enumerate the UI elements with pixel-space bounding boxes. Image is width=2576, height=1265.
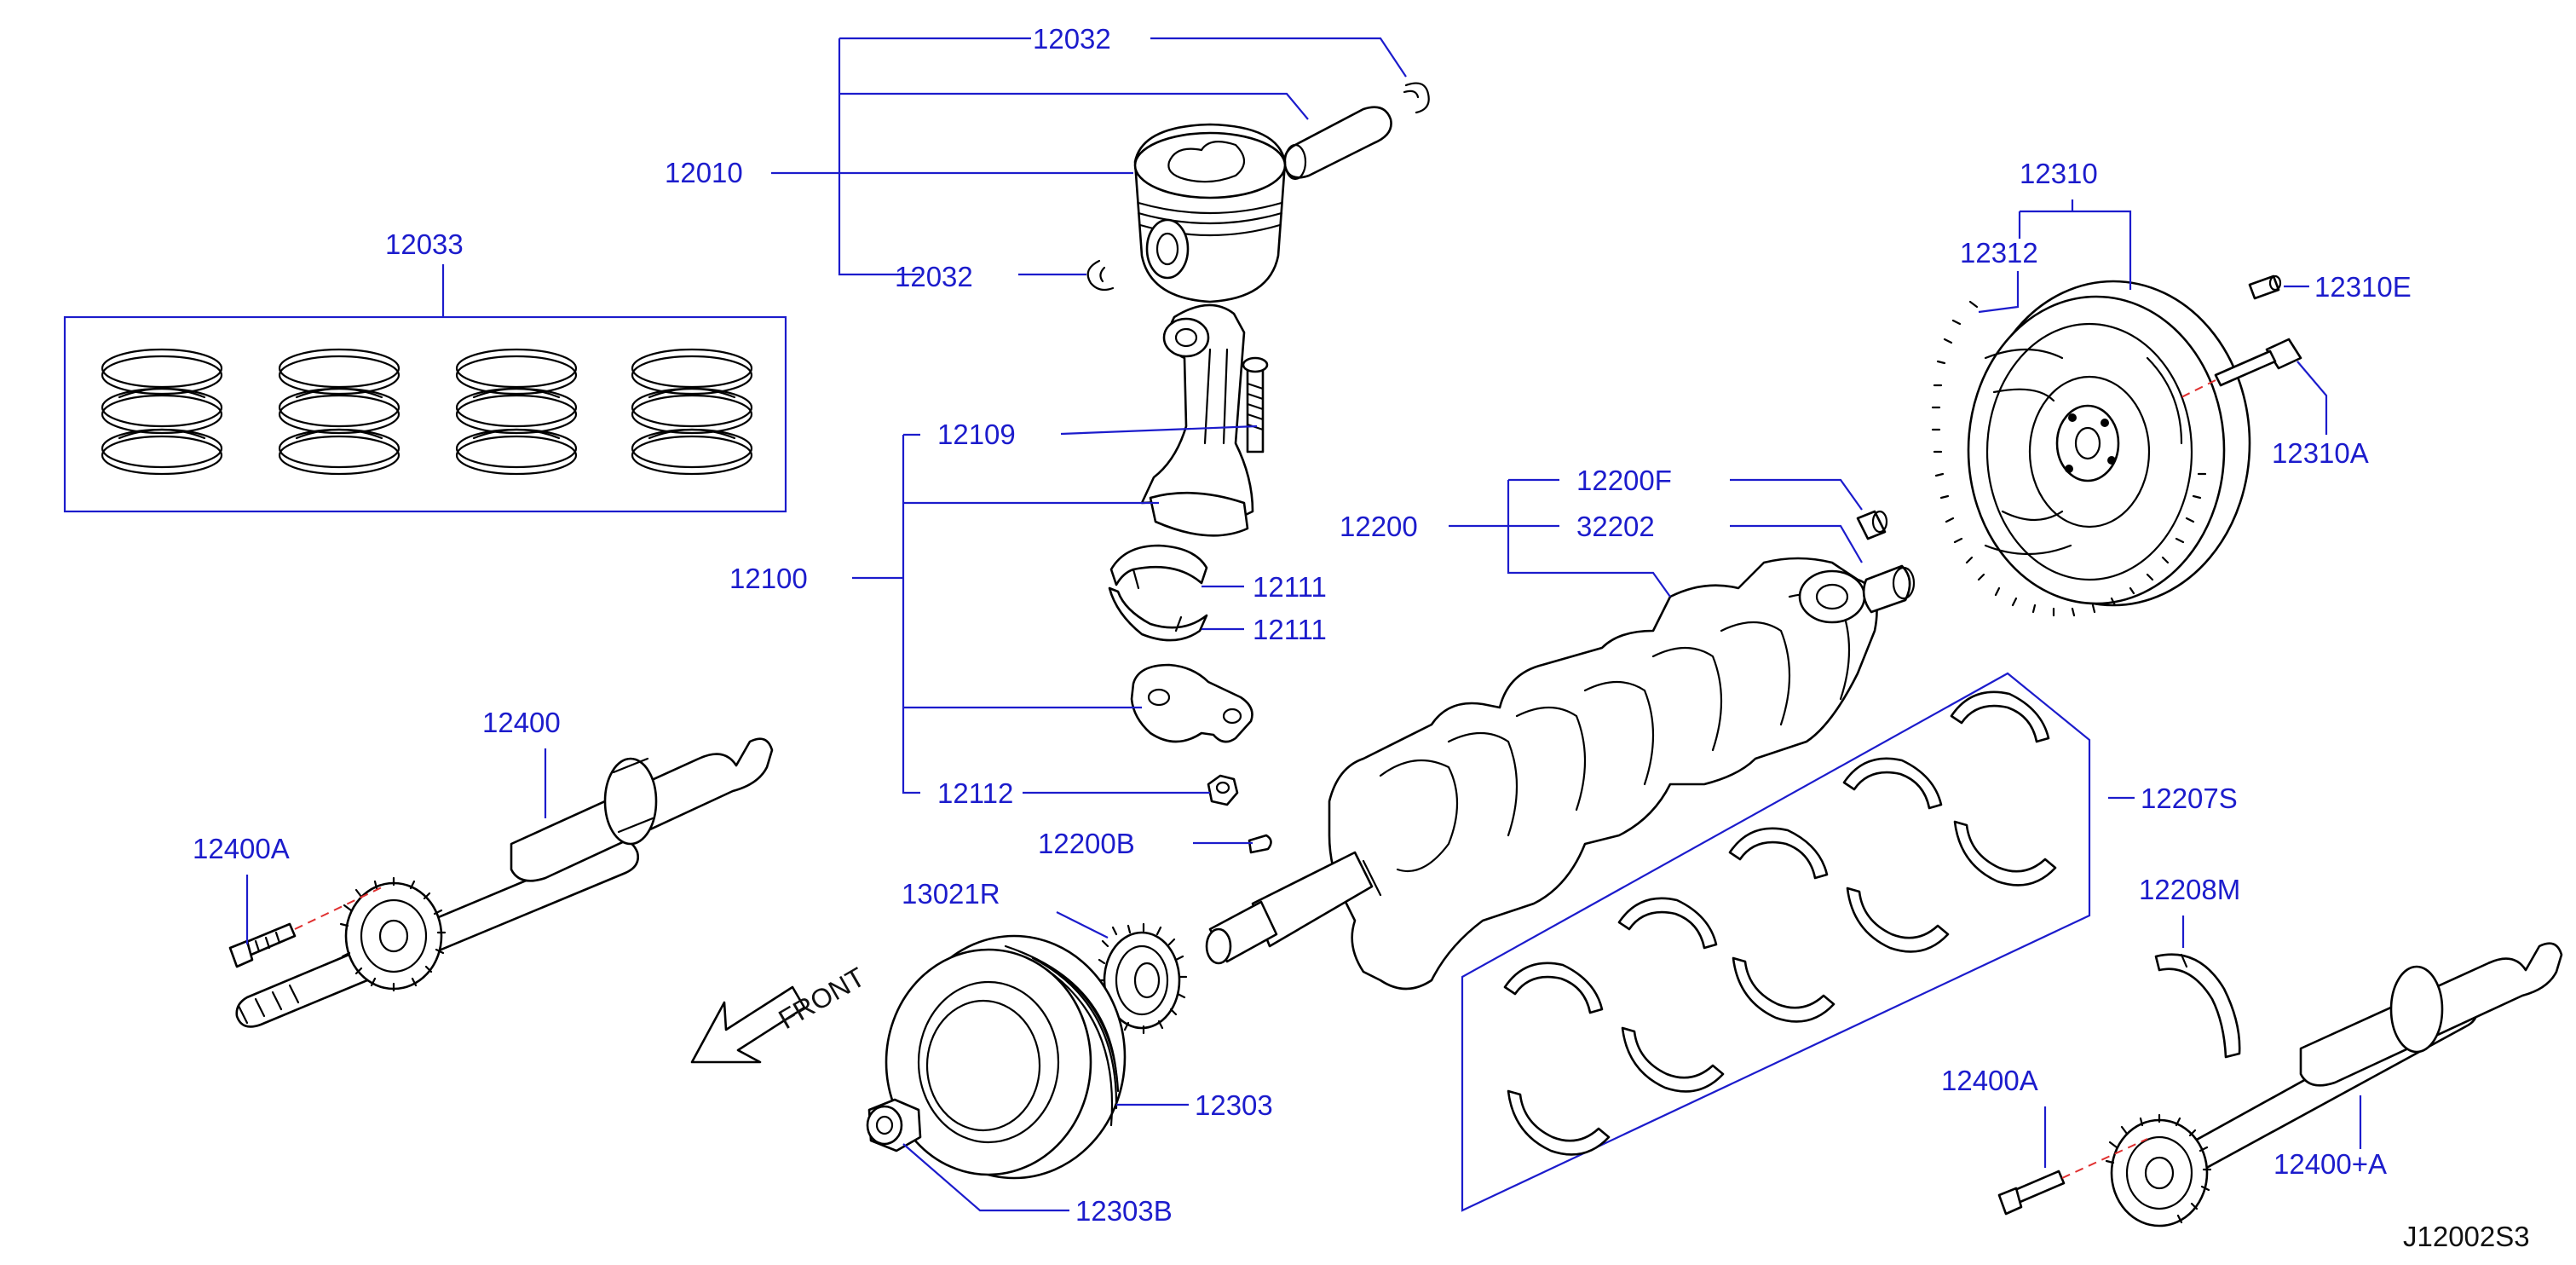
ring-stack-1 bbox=[101, 348, 223, 476]
rod-bearing-lower-12111 bbox=[1108, 586, 1208, 642]
label-12400: 12400 bbox=[482, 707, 561, 738]
crank-pulley-12303 bbox=[885, 934, 1127, 1180]
label-12109: 12109 bbox=[937, 419, 1016, 450]
flywheel-12310 bbox=[1931, 280, 2251, 617]
crankshaft-12200 bbox=[1205, 557, 1878, 991]
main-bearing-lower-2 bbox=[1621, 1026, 1725, 1093]
balancer-bolt-right-12400A bbox=[1997, 1138, 2148, 1216]
label-12033: 12033 bbox=[385, 228, 464, 260]
ring-stack-4 bbox=[631, 348, 753, 476]
label-12032-top: 12032 bbox=[1033, 23, 1111, 55]
label-12112: 12112 bbox=[937, 777, 1013, 809]
rod-cap bbox=[1130, 663, 1253, 743]
label-13021R: 13021R bbox=[902, 878, 1000, 910]
leader-lines bbox=[245, 37, 2362, 1212]
snap-ring-bottom bbox=[1086, 259, 1115, 292]
balancer-bolt-left-12400A bbox=[228, 886, 384, 968]
label-12400A-right: 12400A bbox=[1941, 1065, 2038, 1096]
ring-stack-2 bbox=[278, 348, 401, 476]
flywheel-bolt-12310A bbox=[2181, 338, 2302, 398]
main-bearing-lower-4 bbox=[1846, 887, 1950, 953]
pulley-bolt-12303B bbox=[866, 1098, 922, 1152]
flywheel-dowel-12310E bbox=[2248, 274, 2282, 300]
snap-ring-top bbox=[1403, 82, 1430, 114]
main-bearing-upper-5 bbox=[1950, 690, 2050, 743]
label-12310E: 12310E bbox=[2314, 271, 2412, 303]
main-bearing-lower-1 bbox=[1507, 1089, 1611, 1156]
label-12032-bottom: 12032 bbox=[895, 261, 973, 292]
main-bearing-upper-4 bbox=[1842, 757, 1943, 810]
ring-stack-3 bbox=[455, 348, 578, 476]
label-12111-a: 12111 bbox=[1253, 571, 1327, 603]
main-bearing-set-12207S bbox=[1461, 672, 2091, 1212]
main-bearing-lower-3 bbox=[1732, 956, 1835, 1023]
label-12312: 12312 bbox=[1960, 237, 2038, 269]
label-32202: 32202 bbox=[1576, 511, 1655, 542]
label-12111-b: 12111 bbox=[1253, 614, 1327, 645]
label-12200F: 12200F bbox=[1576, 465, 1672, 496]
main-bearing-lower-5 bbox=[1953, 820, 2057, 887]
crank-sprocket-13021R bbox=[1096, 922, 1188, 1035]
label-12200: 12200 bbox=[1340, 511, 1418, 542]
piston-pin bbox=[1283, 106, 1392, 181]
thrust-washer-12208M bbox=[2154, 953, 2241, 1059]
pilot-bushing-32202 bbox=[1862, 564, 1916, 614]
main-bearing-upper-2 bbox=[1617, 897, 1718, 950]
label-12010: 12010 bbox=[665, 157, 743, 188]
label-12400A-left: 12400A bbox=[193, 833, 290, 864]
key-12200B bbox=[1248, 834, 1272, 854]
balancer-shaft-right-12400-plus-A bbox=[2105, 942, 2563, 1227]
piston-ring-set-12033 bbox=[63, 315, 787, 513]
main-bearing-upper-3 bbox=[1728, 827, 1829, 880]
rod-bearing-upper-12111 bbox=[1109, 544, 1208, 590]
balancer-shaft-left-12400 bbox=[235, 737, 774, 1028]
main-bearing-upper-1 bbox=[1503, 962, 1604, 1014]
label-12303B: 12303B bbox=[1075, 1195, 1173, 1227]
diagram-code: J12002S3 bbox=[2403, 1221, 2530, 1252]
label-12100: 12100 bbox=[729, 563, 808, 594]
piston-12010 bbox=[1133, 123, 1287, 303]
label-12200B: 12200B bbox=[1038, 828, 1135, 859]
front-arrow bbox=[690, 985, 806, 1064]
label-12310A: 12310A bbox=[2272, 437, 2369, 469]
label-12303: 12303 bbox=[1195, 1089, 1273, 1121]
connecting-rod-12100 bbox=[1140, 303, 1254, 537]
label-12208M: 12208M bbox=[2139, 874, 2240, 905]
dowel-pin-12200F bbox=[1856, 510, 1888, 540]
rod-nut-12112 bbox=[1207, 774, 1239, 806]
part-labels: 12032 12010 12032 12033 12109 12100 1211… bbox=[193, 23, 2530, 1252]
label-12310: 12310 bbox=[2020, 158, 2098, 189]
label-12207S: 12207S bbox=[2141, 783, 2238, 814]
label-12400-plus-A: 12400+A bbox=[2273, 1148, 2387, 1180]
rod-bolt-12109 bbox=[1242, 356, 1269, 453]
